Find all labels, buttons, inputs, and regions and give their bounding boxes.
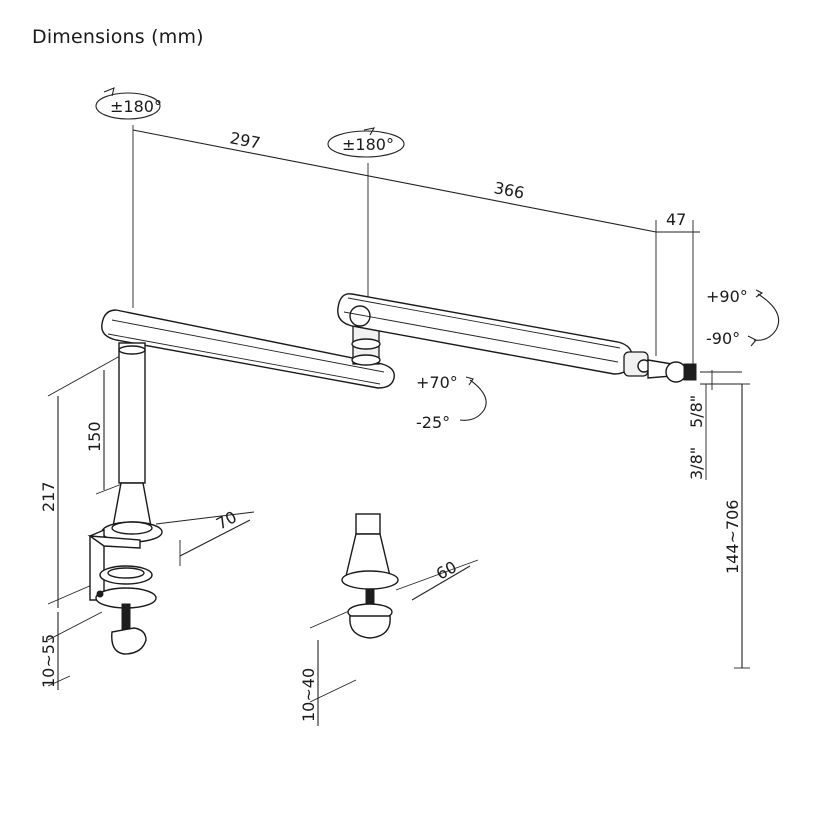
label-arm-up: +70° (416, 373, 458, 392)
label-grommet-base: 60 (433, 557, 460, 583)
page-title: Dimensions (mm) (32, 26, 204, 48)
arm-assembly (101, 293, 697, 543)
rotation-indicators (95, 87, 780, 421)
label-total-height: 217 (39, 481, 58, 512)
label-head-offset: 47 (666, 210, 686, 229)
label-tilt-up: +90° (706, 287, 748, 306)
label-thread-large: 5/8" (687, 395, 706, 428)
label-mid-rotation: ±180° (342, 135, 394, 154)
tilt-arc-icon (753, 293, 780, 341)
dimension-lines (47, 125, 750, 726)
label-thread-small: 3/8" (687, 447, 706, 480)
label-tilt-down: -90° (706, 329, 740, 348)
label-arm-down: -25° (416, 413, 450, 432)
label-pole-height: 150 (85, 421, 104, 452)
label-reach-range: 144~706 (723, 500, 742, 574)
label-clamp-range: 10~55 (39, 634, 58, 688)
head-mount (623, 351, 697, 383)
mid-rotation-ring-icon (327, 130, 405, 158)
label-clamp-base: 70 (213, 507, 240, 533)
c-clamp (87, 528, 157, 655)
base-rotation-ring-icon (95, 92, 161, 120)
first-arm (101, 309, 395, 389)
label-arm2-length: 366 (492, 178, 526, 202)
grommet-mount (341, 513, 399, 639)
label-grommet-range: 10~40 (299, 668, 318, 722)
dimension-labels: ±180° ±180° 297 366 47 +90° -90° +70° -2… (39, 97, 748, 722)
second-arm (337, 293, 633, 375)
arm-swing-arc-icon (459, 379, 487, 421)
base-pole (101, 342, 163, 543)
label-base-rotation: ±180° (110, 97, 162, 116)
